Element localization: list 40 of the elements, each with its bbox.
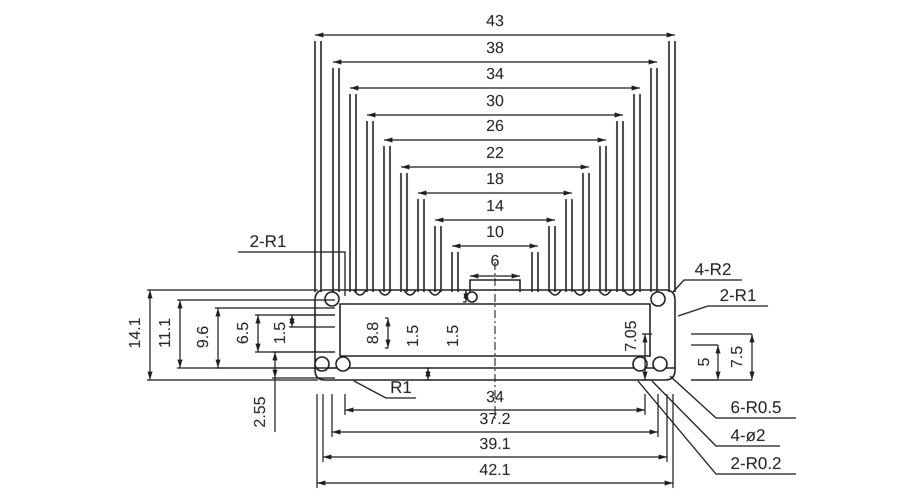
leader-line [652,380,780,447]
dimension-label: 42.1 [479,463,511,479]
leader-line [670,376,796,419]
dimension-label: 10 [486,225,504,241]
leader-line [354,380,416,399]
dimension-label: 30 [486,94,504,110]
dimension-label: 18 [486,172,504,188]
dimension-label: 22 [486,146,504,162]
callout-label: R1 [390,378,412,398]
dimension-label: 9.6 [196,326,212,348]
leader-line [672,279,742,292]
callout-label: 2-R1 [720,286,756,306]
callout-label: 6-R0.5 [730,398,782,418]
dimension-label: 37.2 [479,412,511,428]
dimension-label: 1.5 [446,324,462,348]
dimension-label: 11.1 [158,318,174,348]
dimension-label: 43 [486,14,504,30]
dimension-label: 1.5 [273,322,289,344]
dimension-label: 7.05 [624,320,640,352]
dimension-label: 34 [486,67,504,83]
dimension-label: 1.5 [406,324,422,348]
leader-line [638,380,796,475]
dimension-label: 2.55 [253,396,269,428]
dimension-label: 34 [486,390,504,406]
callout-label: 4-R2 [694,260,732,280]
dimension-label: 5 [697,358,713,366]
callout-label: 4-ø2 [730,426,766,446]
callout-label: 2-R1 [250,232,286,252]
dimension-label: 7.5 [730,346,746,368]
leader-line [238,251,346,296]
callout-label: 2-R0.2 [730,454,782,474]
dimension-label: 38 [486,41,504,57]
leader-line [678,305,768,317]
dimension-label: 8.8 [366,322,382,344]
dimension-label: 6.5 [236,322,252,344]
dimension-label: 14 [486,199,504,215]
dimension-label: 14.1 [128,317,144,349]
dimension-label: 26 [486,119,504,135]
dimension-label: 6 [490,254,500,270]
dimension-label: 39.1 [479,437,511,453]
